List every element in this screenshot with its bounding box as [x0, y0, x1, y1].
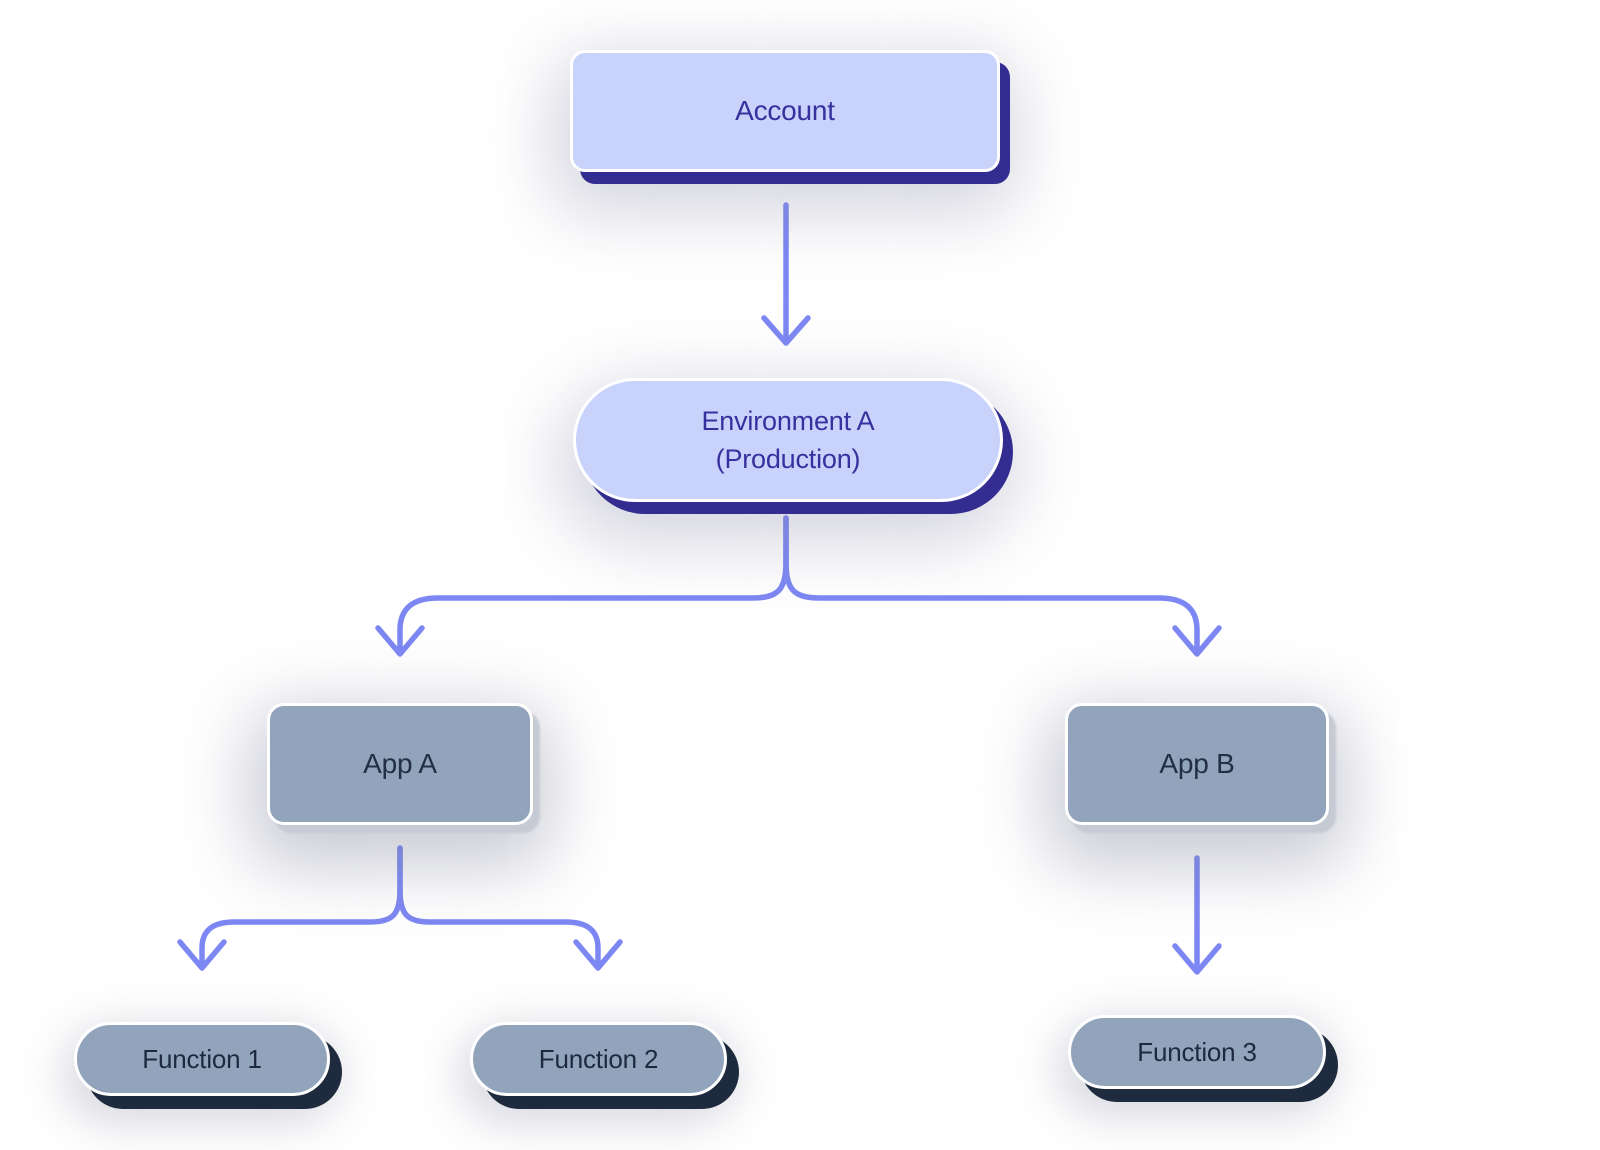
- edge-environment-to-app-a: [375, 515, 789, 657]
- edge-environment-to-app-b: [783, 515, 1222, 657]
- node-account: Account: [570, 50, 1000, 172]
- node-function-3-label: Function 3: [1137, 1036, 1257, 1067]
- node-app-b: App B: [1065, 703, 1329, 825]
- node-account-label: Account: [735, 95, 835, 126]
- node-environment-a-sublabel: (Production): [715, 444, 861, 474]
- node-function-3: Function 3: [1068, 1015, 1326, 1089]
- node-app-a: App A: [267, 703, 533, 825]
- node-function-2-label: Function 2: [538, 1043, 659, 1074]
- edge-account-to-environment: [761, 202, 811, 346]
- node-environment-a: Environment A (Production): [573, 378, 1003, 502]
- node-app-a-label: App A: [363, 748, 437, 779]
- edge-app-a-to-function-1: [177, 845, 403, 971]
- edge-app-b-to-function-3: [1172, 855, 1222, 975]
- edge-app-a-to-function-2: [397, 845, 623, 971]
- node-function-1-label: Function 1: [142, 1043, 262, 1074]
- node-app-b-label: App B: [1159, 748, 1235, 779]
- node-function-1: Function 1: [74, 1022, 330, 1096]
- node-environment-a-label: Environment A: [701, 405, 875, 436]
- node-function-2: Function 2: [470, 1022, 727, 1096]
